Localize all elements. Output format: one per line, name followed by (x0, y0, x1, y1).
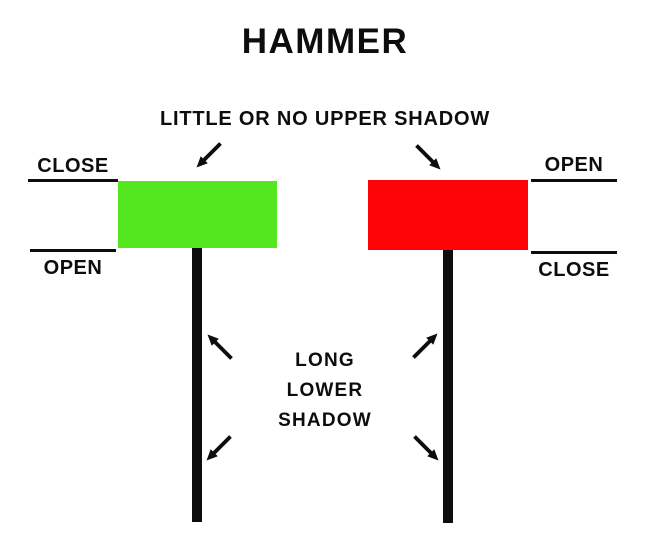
arrow-down-right-icon (413, 435, 439, 461)
lower-shadow-label-line: LOWER (286, 380, 364, 401)
close-label: CLOSE (37, 155, 109, 177)
arrow-up-left-icon (207, 334, 233, 360)
diagram-title: HAMMER (241, 22, 409, 61)
lower-shadow-label-line: LONG (295, 350, 355, 371)
open-level-line (531, 179, 617, 182)
lower-shadow-label: LONG LOWER SHADOW (245, 346, 405, 436)
arrow-down-left-icon (206, 435, 232, 461)
open-label: OPEN (544, 154, 604, 176)
lower-shadow-wick (443, 250, 453, 523)
candle-body (118, 181, 277, 248)
close-level-line (28, 179, 118, 182)
arrow-down-left-icon (196, 142, 222, 168)
close-label: CLOSE (538, 259, 610, 281)
lower-shadow-wick (192, 248, 202, 522)
open-level-line (30, 249, 116, 252)
open-label: OPEN (43, 257, 103, 279)
upper-shadow-label: LITTLE OR NO UPPER SHADOW (160, 108, 490, 130)
close-level-line (531, 251, 617, 254)
candle-body (368, 180, 528, 250)
arrow-up-right-icon (412, 333, 438, 359)
lower-shadow-label-line: SHADOW (278, 410, 372, 431)
arrow-down-right-icon (415, 144, 441, 170)
